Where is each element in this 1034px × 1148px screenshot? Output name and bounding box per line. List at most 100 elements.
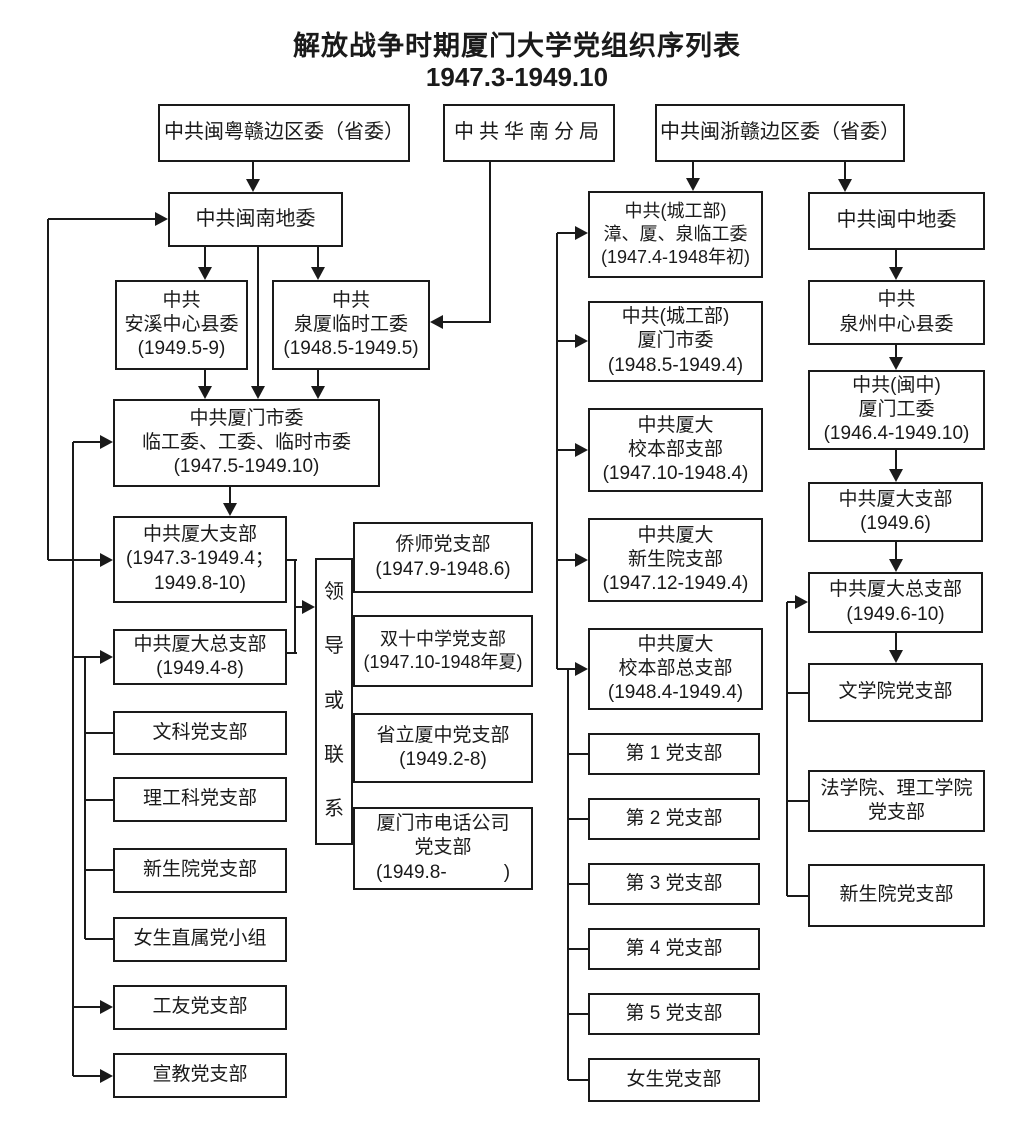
box-quanxia-provisional-working-committee: 中共泉厦临时工委(1948.5-1949.5) xyxy=(272,280,430,370)
box-minzhong-xiamen-working-committee: 中共(闽中)厦门工委 (1946.4-1949.10) xyxy=(808,370,985,450)
node-text: 领 xyxy=(324,581,344,604)
arrowhead-icon xyxy=(311,386,325,399)
arrowhead-icon xyxy=(100,1069,113,1083)
box-xiada-main-campus-general-branch: 中共厦大校本部总支部(1948.4-1949.4) xyxy=(588,628,763,710)
node-text: 导 xyxy=(324,635,344,658)
node-text: 第 4 党支部 xyxy=(625,937,723,959)
node-text: 漳、厦、泉临工委 xyxy=(603,223,748,244)
arrowhead-icon xyxy=(198,267,212,280)
node-text: 新生院支部 xyxy=(627,548,723,570)
arrowhead-icon xyxy=(100,650,113,664)
node-text: 中共闽浙赣边区委（省委） xyxy=(660,121,900,144)
box-xiada-freshman-college-branch: 中共厦大新生院支部(1947.12-1949.4) xyxy=(588,518,763,602)
node-text: 或 xyxy=(324,689,344,712)
node-text: 中共(城工部) xyxy=(621,306,730,328)
connector-line xyxy=(257,247,259,387)
box-sci-eng-branch: 理工科党支部 xyxy=(113,777,287,822)
box-xiada-general-branch: 中共厦大总支部 (1949.4-8) xyxy=(113,629,287,685)
node-text: 中共厦大 xyxy=(637,524,714,546)
node-text: (1949.5-9) xyxy=(137,338,226,360)
box-no4-party-branch: 第 4 党支部 xyxy=(588,928,760,970)
connector-line xyxy=(489,162,491,323)
node-text: 党支部 xyxy=(414,837,472,859)
node-text: 党支部 xyxy=(867,802,925,823)
node-text: 文学院党支部 xyxy=(838,681,953,703)
arrowhead-icon xyxy=(198,386,212,399)
connector-line xyxy=(786,602,788,896)
arrowhead-icon xyxy=(155,212,168,226)
arrowhead-icon xyxy=(575,553,588,567)
box-xiada-branch: 中共厦大支部(1947.3-1949.4；1949.8-10) xyxy=(113,516,287,603)
arrowhead-icon xyxy=(889,469,903,482)
node-text: 中共 xyxy=(877,289,916,311)
connector-line xyxy=(443,321,490,323)
box-quanzhou-central-county-committee: 中共泉州中心县委 xyxy=(808,280,985,345)
node-text: 厦门工委 xyxy=(858,398,935,420)
connector-line xyxy=(557,668,576,670)
node-text: 中共厦大总支部 xyxy=(133,633,267,655)
connector-line xyxy=(787,895,808,897)
node-text: (1946.4-1949.10) xyxy=(823,423,970,445)
connector-line xyxy=(895,542,897,560)
node-text: (1949.4-8) xyxy=(156,658,244,679)
box-minzhegan-border-committee: 中共闽浙赣边区委（省委） xyxy=(655,104,905,162)
node-text: (1947.3-1949.4； xyxy=(126,548,274,570)
box-urban-work-dept-xiamen-city-committee: 中共(城工部)厦门市委(1948.5-1949.4) xyxy=(588,301,763,382)
box-propaganda-education-branch: 宣教党支部 xyxy=(113,1053,287,1098)
node-text: 中共(城工部) xyxy=(624,200,727,221)
arrowhead-icon xyxy=(430,315,443,329)
connector-line xyxy=(85,732,113,734)
arrowhead-icon xyxy=(223,503,237,516)
node-text: 理工科党支部 xyxy=(142,788,257,810)
node-text: (1948.4-1949.4) xyxy=(607,682,744,704)
connector-line xyxy=(692,162,694,179)
node-text: (1947.9-1948.6) xyxy=(375,558,511,580)
box-anxi-central-county-committee: 中共安溪中心县委(1949.5-9) xyxy=(115,280,248,370)
connector-line xyxy=(204,370,206,387)
connector-line xyxy=(568,883,588,885)
node-text: (1947.10-1948年夏) xyxy=(363,652,523,672)
box-minyuegan-border-committee: 中共闽粤赣边区委（省委） xyxy=(158,104,410,162)
node-text: 双十中学党支部 xyxy=(380,628,506,649)
connector-line xyxy=(557,340,576,342)
arrowhead-icon xyxy=(575,443,588,457)
arrowhead-icon xyxy=(686,178,700,191)
connector-line xyxy=(47,219,49,560)
connector-line xyxy=(895,450,897,470)
connector-line xyxy=(787,800,808,802)
connector-line xyxy=(568,818,588,820)
box-no1-party-branch: 第 1 党支部 xyxy=(588,733,760,775)
arrowhead-icon xyxy=(302,600,315,614)
arrowhead-icon xyxy=(100,435,113,449)
connector-line xyxy=(48,559,101,561)
node-text: (1948.5-1949.5) xyxy=(283,338,419,360)
box-freshman-college-branch-left: 新生院党支部 xyxy=(113,848,287,893)
connector-line xyxy=(48,218,155,220)
node-text: 中共厦大 xyxy=(637,633,714,655)
connector-line xyxy=(895,250,897,268)
box-minnan-prefectural-committee: 中共闽南地委 xyxy=(168,192,343,247)
arrowhead-icon xyxy=(246,179,260,192)
arrowhead-icon xyxy=(575,226,588,240)
connector-line xyxy=(85,938,113,940)
node-text: 省立厦中党支部 xyxy=(376,724,510,746)
node-text: 新生院党支部 xyxy=(142,859,257,881)
node-text: (1947.10-1948.4) xyxy=(602,463,749,485)
connector-line xyxy=(73,1006,101,1008)
connector-line xyxy=(287,559,297,561)
box-xiada-general-branch-right: 中共厦大总支部(1949.6-10) xyxy=(808,572,983,633)
box-liberal-arts-branch: 文科党支部 xyxy=(113,711,287,755)
arrowhead-icon xyxy=(889,559,903,572)
arrowhead-icon xyxy=(838,179,852,192)
node-text: 中共 xyxy=(331,289,370,311)
node-text: 第 3 党支部 xyxy=(625,872,723,894)
node-text: 1949.8-10) xyxy=(154,572,246,594)
node-text: 工友党支部 xyxy=(152,996,248,1018)
connector-line xyxy=(557,449,576,451)
node-text: 系 xyxy=(324,798,344,821)
box-xiamen-city-committee: 中共厦门市委临工委、工委、临时市委(1947.5-1949.10) xyxy=(113,399,380,487)
node-text: 中共(闽中) xyxy=(852,374,941,396)
node-text: 中共厦大支部 xyxy=(838,488,953,510)
arrowhead-icon xyxy=(889,267,903,280)
connector-line xyxy=(295,606,303,608)
